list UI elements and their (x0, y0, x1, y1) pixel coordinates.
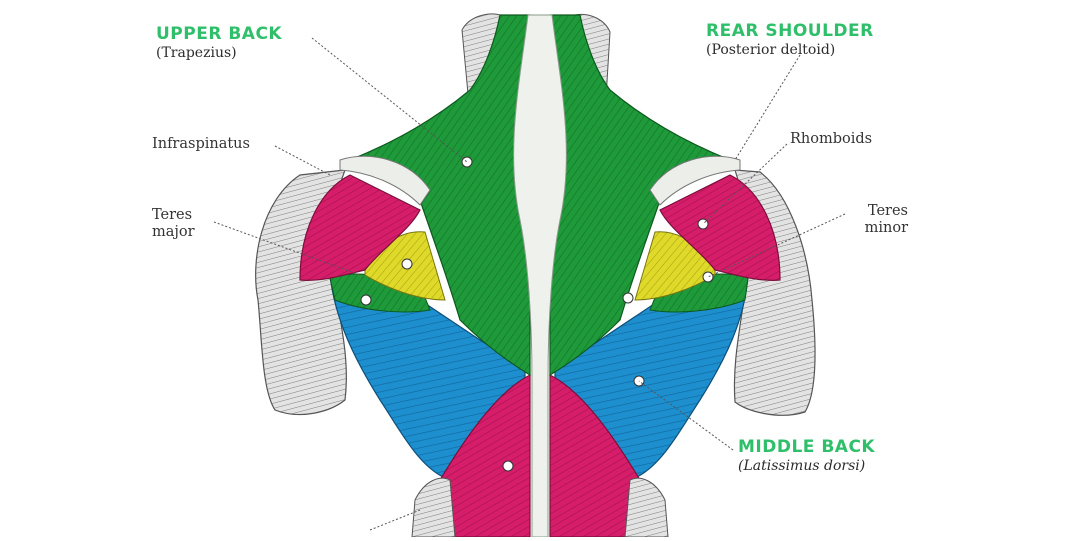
leader-lines (213, 37, 846, 531)
teres-major-line2: major (152, 224, 195, 240)
label-middle-back: MIDDLE BACK (Latissimus dorsi) (738, 437, 875, 475)
rear-shoulder-sub: (Posterior deltoid) (706, 42, 836, 58)
label-infraspinatus: Infraspinatus (152, 136, 250, 152)
rear-shoulder-title: REAR SHOULDER (706, 21, 874, 41)
label-rhomboids: Rhomboids (790, 131, 873, 147)
middle-back-sub: (Latissimus dorsi) (738, 458, 866, 474)
hips (411, 477, 669, 538)
middle-back-title: MIDDLE BACK (738, 437, 876, 457)
label-teres-major: Teres major (152, 207, 195, 241)
label-teres-minor: Teres minor (838, 203, 908, 237)
teres-minor-line1: Teres (867, 203, 908, 219)
shoulder-tendons (339, 155, 741, 206)
label-rear-shoulder: REAR SHOULDER (Posterior deltoid) (706, 21, 874, 59)
label-upper-back: UPPER BACK (Trapezius) (156, 24, 282, 62)
upper-back-title: UPPER BACK (156, 24, 283, 44)
teres-major-line1: Teres (152, 207, 193, 223)
lower-back-fascia (439, 374, 641, 538)
teres-minor-line2: minor (864, 220, 908, 236)
posterior-deltoid-muscle (299, 174, 781, 281)
upper-back-sub: (Trapezius) (156, 45, 237, 61)
